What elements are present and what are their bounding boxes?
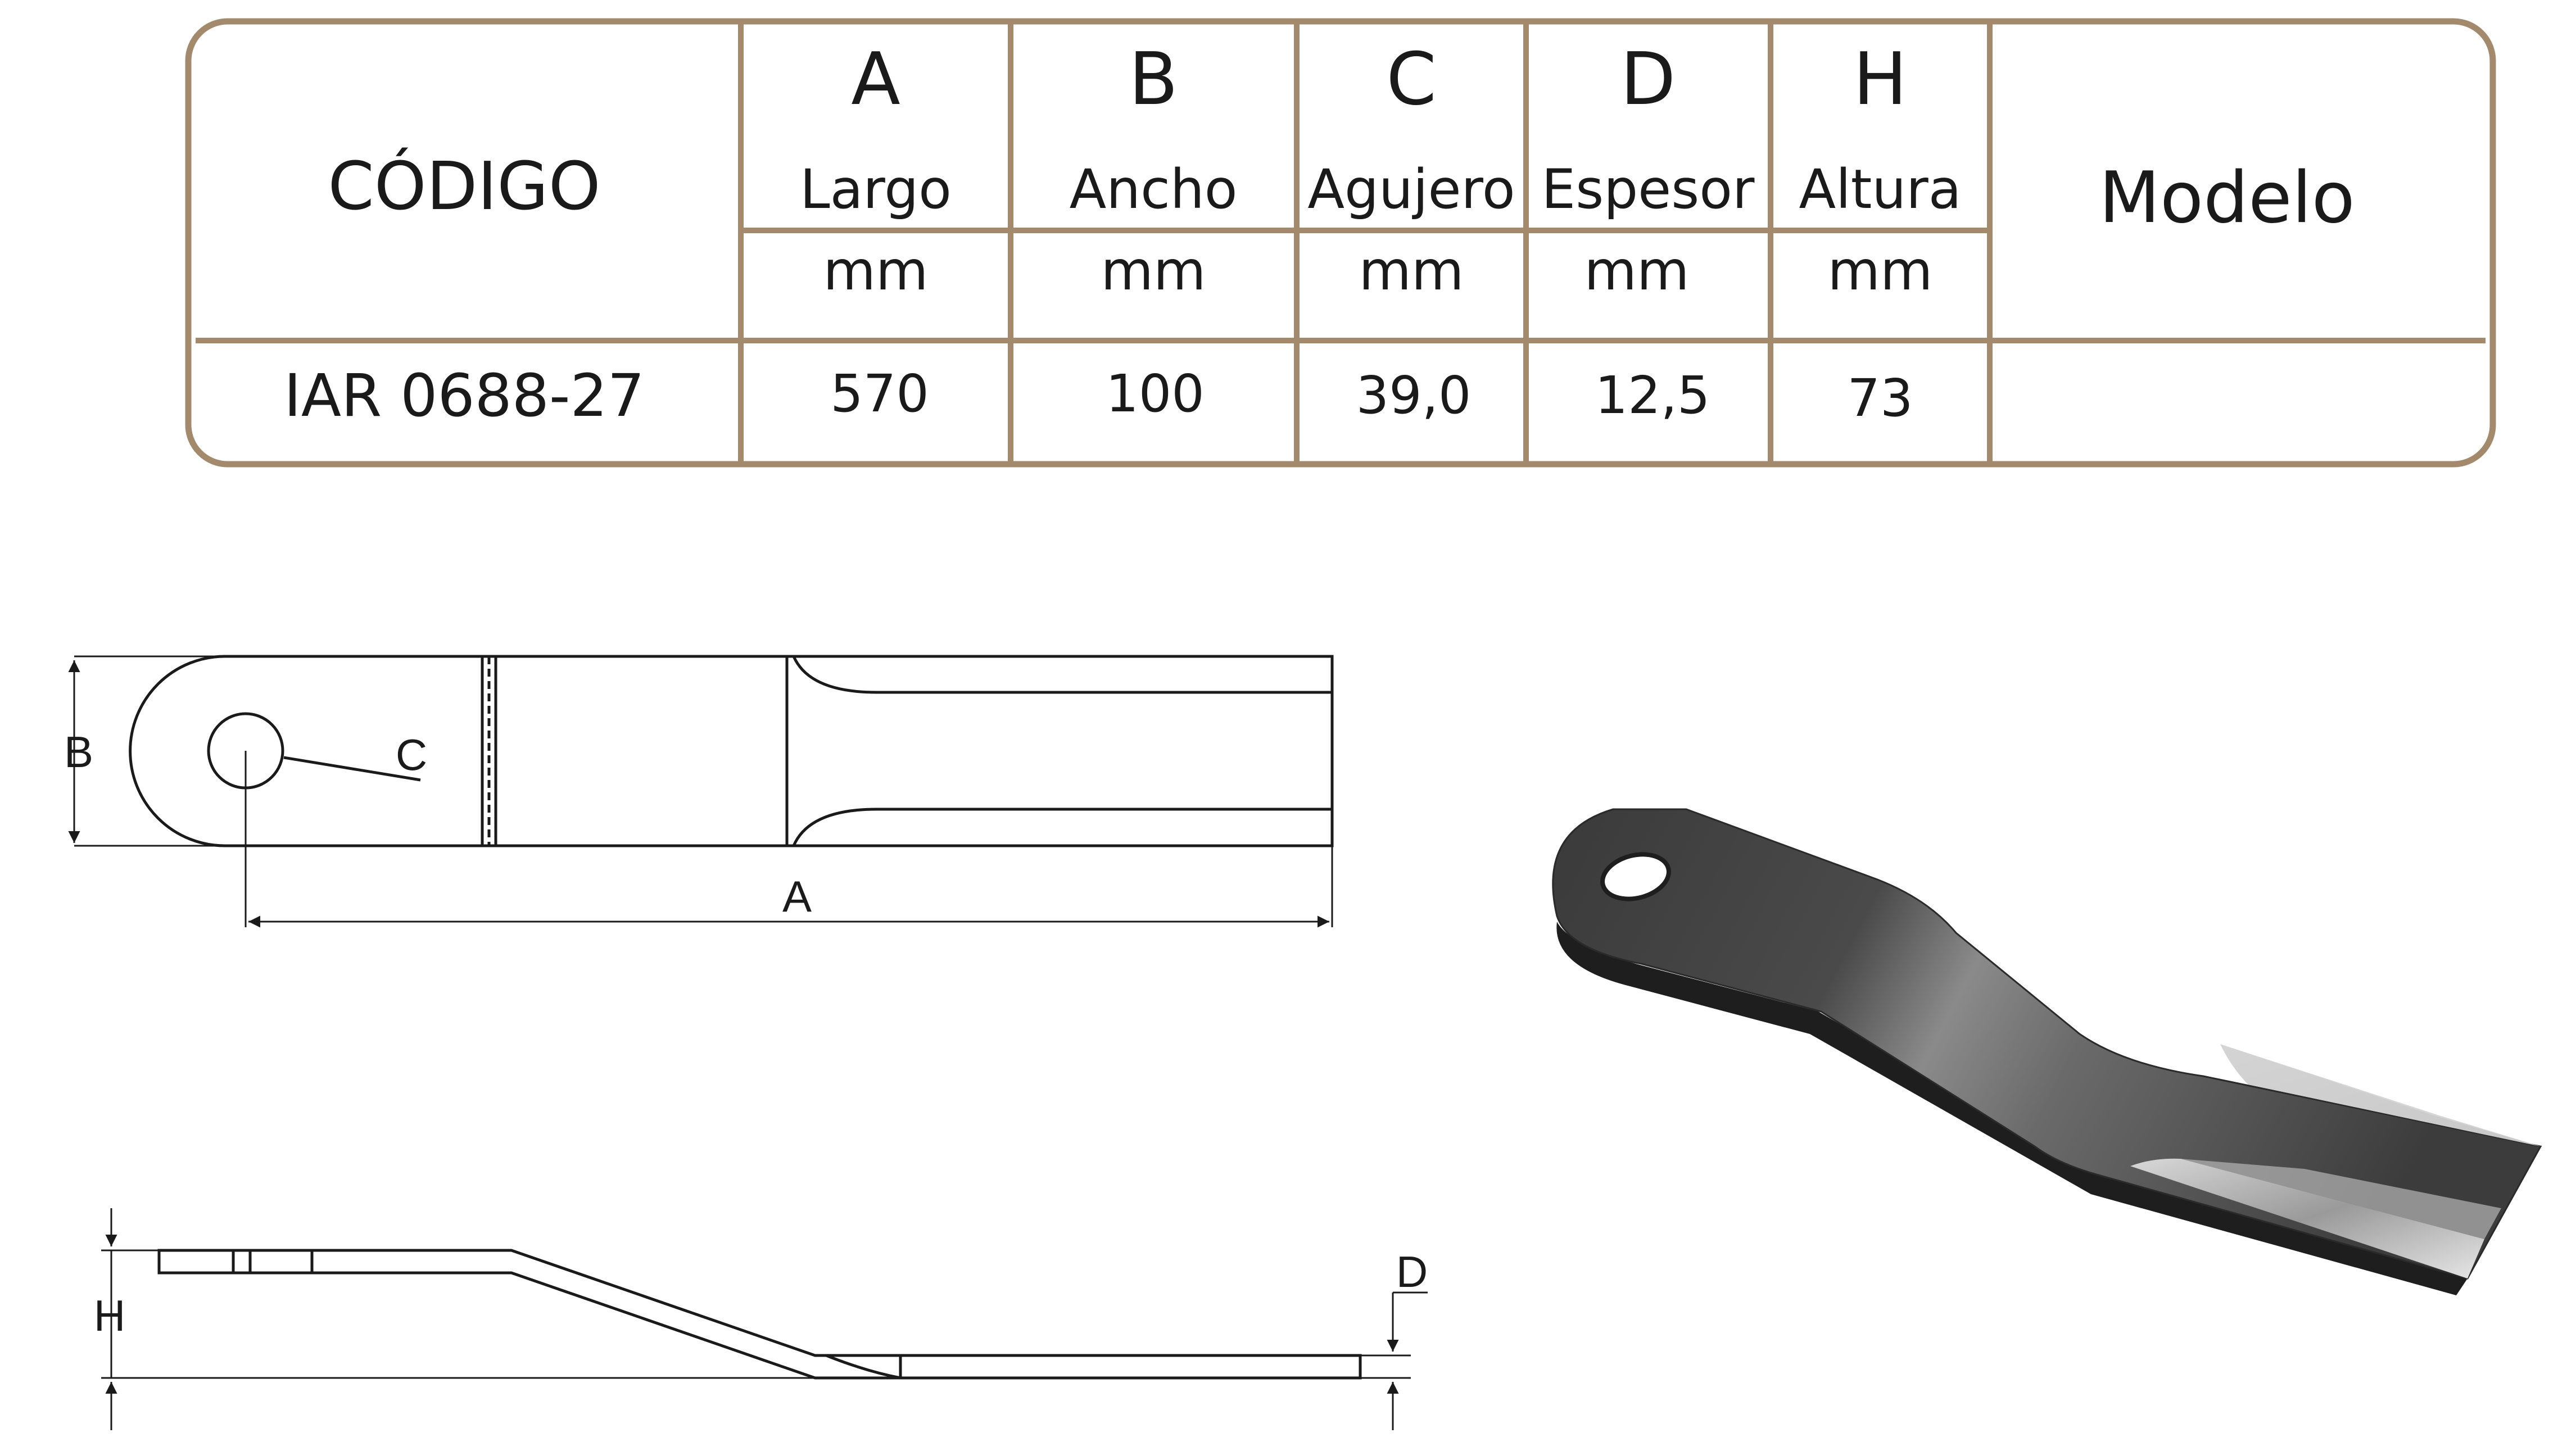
side-view-drawing <box>101 1208 1428 1430</box>
col-c-name: Agujero <box>1307 158 1515 221</box>
col-a-name: Largo <box>800 158 952 221</box>
col-a-letter: A <box>851 38 900 121</box>
row-value-h: 73 <box>1847 368 1913 428</box>
col-h-letter: H <box>1853 38 1907 121</box>
blade-3d-render <box>1552 808 2542 1295</box>
col-h-unit: mm <box>1827 239 1932 302</box>
top-view-drawing <box>68 655 1334 928</box>
dim-label-a: A <box>782 872 812 921</box>
row-value-c: 39,0 <box>1356 365 1472 425</box>
col-d-letter: D <box>1620 38 1676 121</box>
table-grid <box>196 21 2486 464</box>
row-value-d: 12,5 <box>1595 365 1710 425</box>
col-c-unit: mm <box>1359 239 1464 302</box>
dim-label-c: C <box>396 730 427 779</box>
dim-label-d: D <box>1396 1247 1428 1296</box>
col-d-name: Espesor <box>1542 158 1755 221</box>
dim-label-b: B <box>64 727 93 777</box>
col-b-unit: mm <box>1101 239 1206 302</box>
dim-label-h: H <box>94 1291 125 1340</box>
col-h-name: Altura <box>1799 158 1961 221</box>
modelo-header: Modelo <box>2099 156 2355 239</box>
table-frame <box>185 18 2496 468</box>
col-d-unit: mm <box>1584 239 1689 302</box>
codigo-header: CÓDIGO <box>328 147 600 225</box>
row-value-b: 100 <box>1106 364 1205 424</box>
col-b-letter: B <box>1129 38 1178 121</box>
col-a-unit: mm <box>823 239 928 302</box>
col-c-letter: C <box>1386 38 1436 121</box>
spec-table: CÓDIGO Modelo A Largo mm B Ancho mm C Ag… <box>185 18 2496 468</box>
row-codigo: IAR 0688-27 <box>284 361 645 430</box>
row-value-a: 570 <box>830 364 929 424</box>
col-b-name: Ancho <box>1070 158 1238 221</box>
